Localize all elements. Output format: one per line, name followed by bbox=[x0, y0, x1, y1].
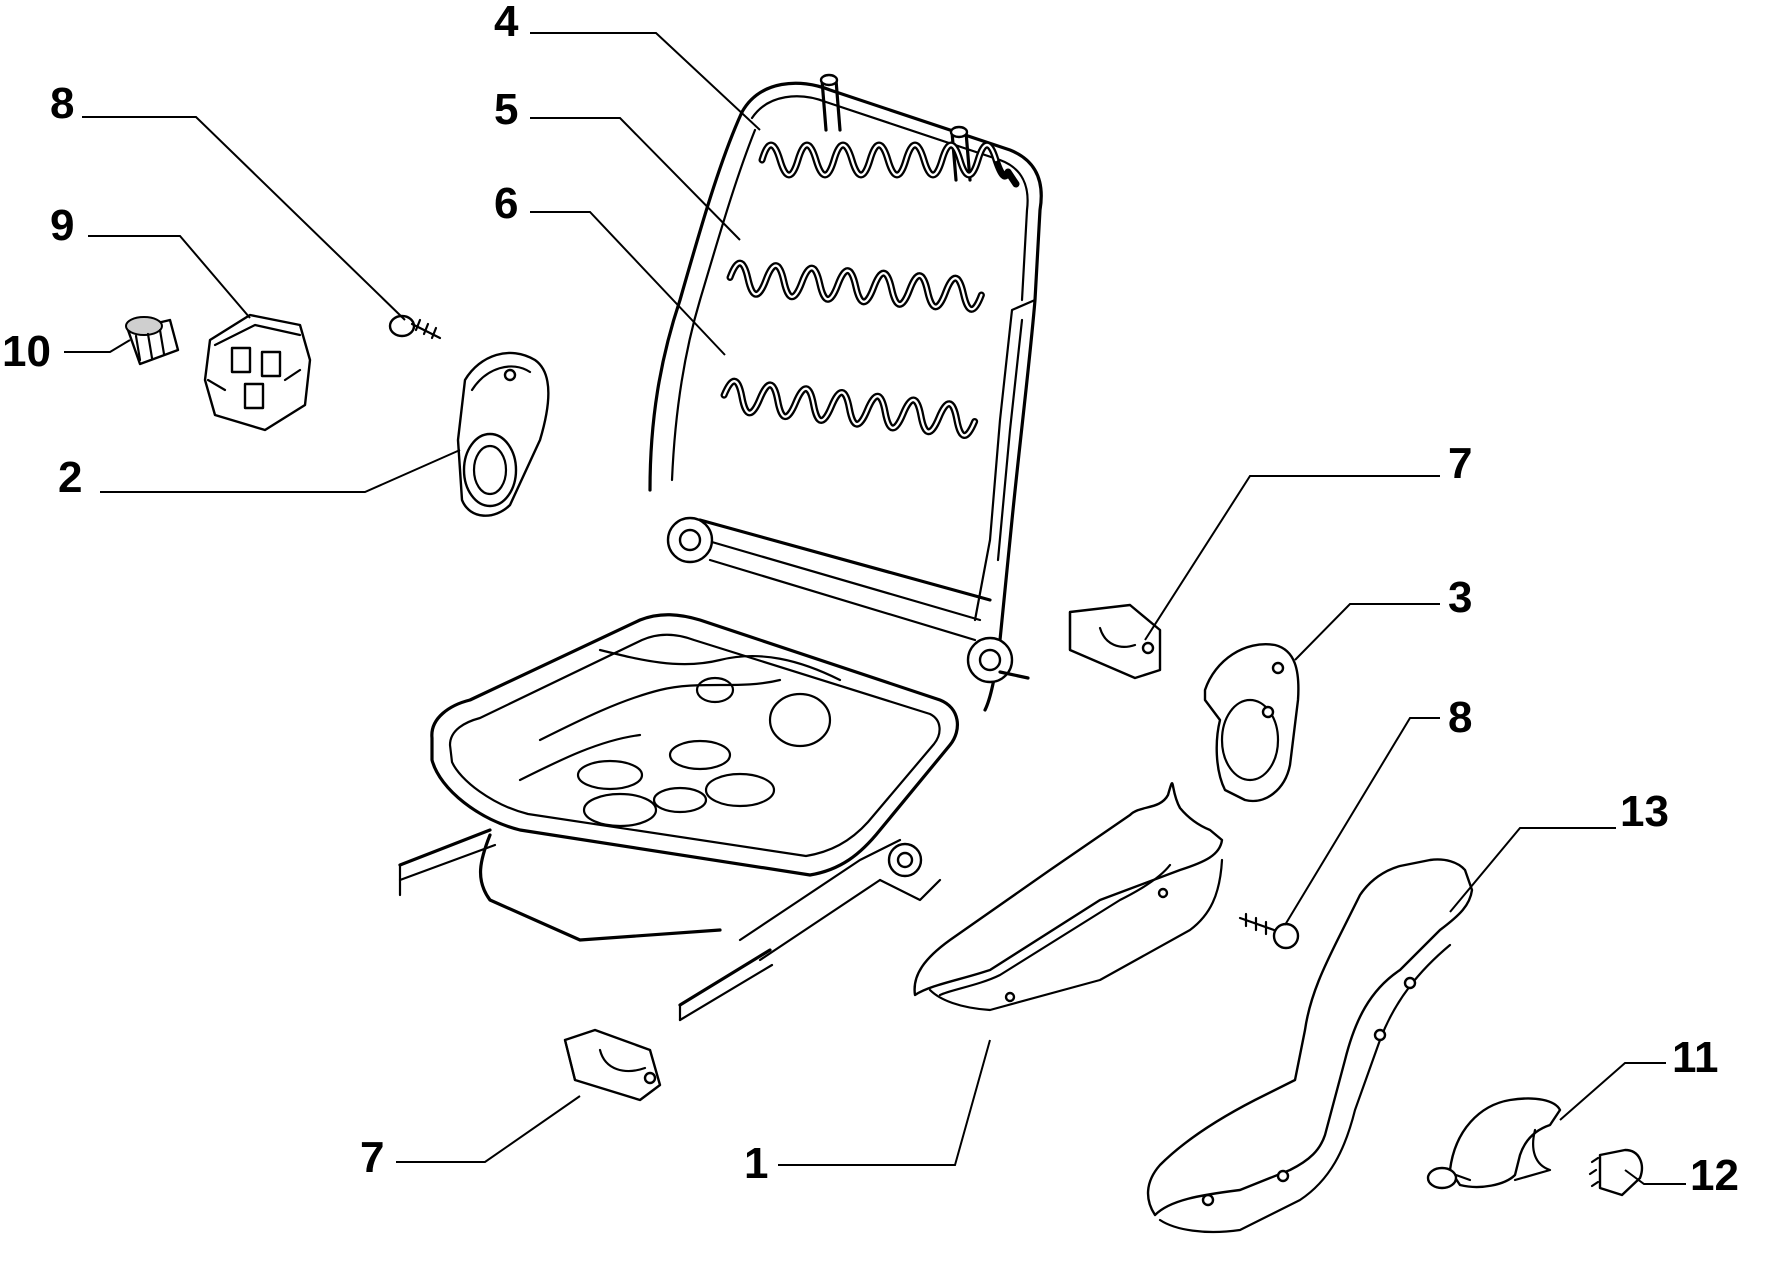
trim-cover-right bbox=[1203, 643, 1300, 803]
clip-right bbox=[1068, 603, 1162, 680]
callout-2: 2 bbox=[58, 453, 82, 502]
side-panel bbox=[1146, 858, 1474, 1234]
callout-7-right: 7 bbox=[1448, 439, 1472, 488]
callouts: 4 5 6 8 9 10 2 7 3 8 13 7 1 11 12 bbox=[2, 0, 1739, 1200]
callout-5: 5 bbox=[494, 85, 518, 134]
clip-bottom bbox=[563, 1028, 662, 1102]
callout-13: 13 bbox=[1620, 787, 1669, 836]
spring-upper bbox=[758, 141, 1020, 188]
callout-8-right: 8 bbox=[1448, 693, 1472, 742]
callout-4: 4 bbox=[494, 0, 519, 46]
backrest-springs bbox=[720, 141, 1020, 439]
callout-1: 1 bbox=[744, 1139, 768, 1188]
callout-9: 9 bbox=[50, 201, 74, 250]
spring-middle bbox=[726, 259, 985, 313]
knob-small bbox=[125, 316, 180, 366]
adjuster-knob bbox=[203, 313, 312, 432]
trim-cover-left bbox=[456, 351, 550, 517]
end-cap bbox=[1588, 1148, 1644, 1197]
callout-3: 3 bbox=[1448, 573, 1472, 622]
screw-top bbox=[388, 314, 442, 340]
callout-8-top: 8 bbox=[50, 79, 74, 128]
spring-lower bbox=[720, 377, 979, 439]
callout-7-bottom: 7 bbox=[360, 1133, 384, 1182]
callout-11: 11 bbox=[1672, 1033, 1719, 1082]
hook-cover bbox=[1426, 1097, 1562, 1190]
callout-10: 10 bbox=[2, 327, 51, 376]
seat-frame bbox=[398, 73, 1043, 1022]
leader-lines bbox=[64, 32, 1686, 1185]
callout-6: 6 bbox=[494, 179, 518, 228]
screw-right bbox=[1238, 912, 1300, 950]
callout-12: 12 bbox=[1690, 1151, 1739, 1200]
side-cover bbox=[913, 782, 1224, 1012]
